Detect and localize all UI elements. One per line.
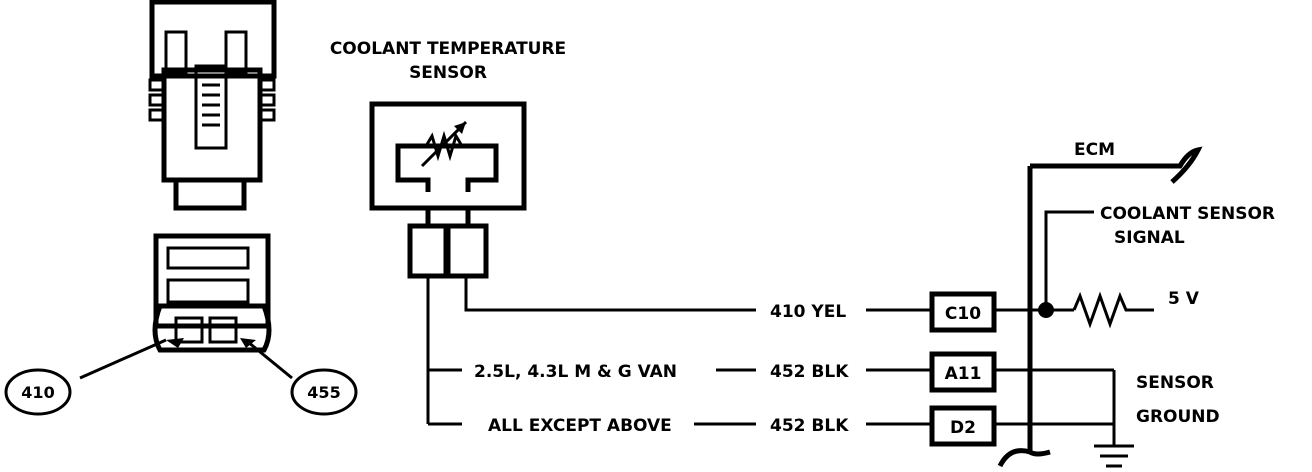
coolant-signal-line1: COOLANT SENSOR bbox=[1100, 204, 1275, 224]
callout-455-label: 455 bbox=[307, 383, 340, 402]
ground-symbol bbox=[1094, 444, 1134, 468]
sensor-title-line1: COOLANT TEMPERATURE bbox=[330, 39, 566, 59]
pin-a11: A11 bbox=[929, 351, 997, 393]
connector-side-view bbox=[148, 0, 277, 211]
wire-452-split bbox=[426, 276, 462, 426]
pin-d2: D2 bbox=[929, 405, 997, 447]
wire-other-variant: ALL EXCEPT ABOVE bbox=[488, 416, 672, 436]
wire-452-blk-other: ALL EXCEPT ABOVE 452 BLK bbox=[488, 416, 932, 436]
wire-van-circuit: 452 BLK bbox=[770, 362, 849, 382]
connector-end-view bbox=[152, 233, 272, 353]
sensor-ground-line1: SENSOR bbox=[1136, 373, 1214, 393]
ecm-label: ECM bbox=[1074, 140, 1115, 160]
callout-410-label: 410 bbox=[21, 383, 54, 402]
wire-other-circuit: 452 BLK bbox=[770, 416, 849, 436]
coolant-sensor-body bbox=[369, 101, 527, 279]
wire-van-variant: 2.5L, 4.3L M & G VAN bbox=[474, 362, 677, 382]
pullup-resistor bbox=[1072, 291, 1154, 329]
pin-d2-label: D2 bbox=[950, 418, 976, 438]
sensor-ground-line2: GROUND bbox=[1136, 407, 1220, 427]
pin-c10: C10 bbox=[929, 291, 997, 333]
callout-410: 410 bbox=[4, 338, 167, 416]
wire-410-circuit: 410 YEL bbox=[770, 302, 846, 322]
voltage-label: 5 V bbox=[1168, 289, 1200, 309]
callout-455: 455 bbox=[247, 340, 358, 416]
coolant-signal-line2: SIGNAL bbox=[1114, 228, 1185, 248]
wire-410-yel: 410 YEL bbox=[464, 276, 932, 322]
pin-c10-label: C10 bbox=[945, 304, 981, 324]
wire-452-blk-van: 2.5L, 4.3L M & G VAN 452 BLK bbox=[474, 362, 932, 382]
sensor-title-line2: SENSOR bbox=[409, 63, 487, 83]
pin-a11-label: A11 bbox=[945, 364, 982, 384]
